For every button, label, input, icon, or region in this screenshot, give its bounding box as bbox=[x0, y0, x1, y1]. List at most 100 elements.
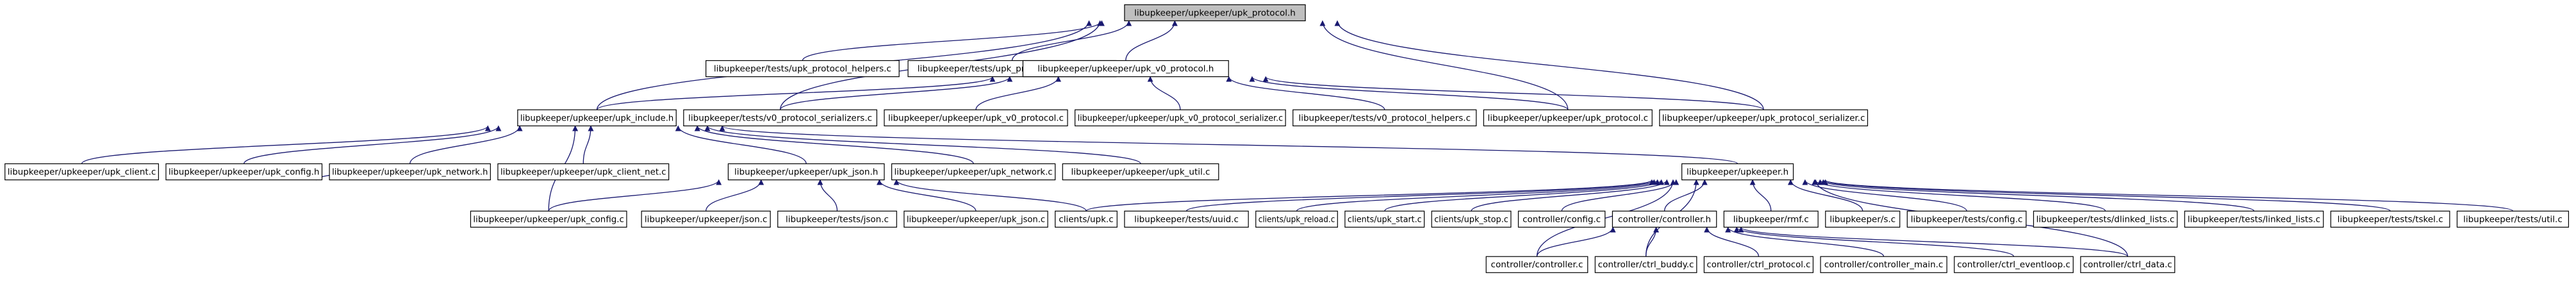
node-upk-v0-protocol-serializer-c[interactable]: libupkeeper/upkeeper/upk_v0_protocol_ser… bbox=[1074, 109, 1286, 126]
node-upk-v0-protocol-h[interactable]: libupkeeper/upkeeper/upk_v0_protocol.h bbox=[1022, 60, 1229, 78]
node-label: libupkeeper/tests/uuid.c bbox=[1134, 214, 1239, 224]
node-controller-h[interactable]: controller/controller.h bbox=[1612, 210, 1717, 228]
node-upk-config-c[interactable]: libupkeeper/upkeeper/upk_config.c bbox=[470, 210, 627, 228]
include-edge-test_util_c-to-upkeeper_h bbox=[1822, 179, 2514, 212]
node-upkeeper-rmf-c[interactable]: libupkeeper/rmf.c bbox=[1723, 210, 1819, 228]
node-test-linked-lists-c[interactable]: libupkeeper/tests/linked_lists.c bbox=[2184, 210, 2324, 228]
node-label: controller/controller.h bbox=[1618, 214, 1711, 224]
include-edge-test_tskel_c-to-upkeeper_h bbox=[1821, 179, 2391, 212]
node-upkeeper-s-c[interactable]: libupkeeper/s.c bbox=[1825, 210, 1901, 228]
node-upk-util-c[interactable]: libupkeeper/upkeeper/upk_util.c bbox=[1062, 163, 1219, 181]
node-upk-include-h[interactable]: libupkeeper/upkeeper/upk_include.h bbox=[517, 109, 677, 126]
node-box bbox=[891, 163, 1056, 181]
include-edge-test_protocol_helpers-to-upk_protocol_h bbox=[802, 20, 1105, 61]
node-test-protocol-helpers[interactable]: libupkeeper/tests/upk_protocol_helpers.c bbox=[706, 60, 900, 78]
node-ctrl-protocol-c[interactable]: controller/ctrl_protocol.c bbox=[1703, 256, 1814, 273]
include-edge-clients_upk_start_c-to-upkeeper_h bbox=[1384, 179, 1664, 212]
node-box bbox=[1723, 210, 1819, 228]
node-upk-protocol-serializer-c[interactable]: libupkeeper/upkeeper/upk_protocol_serial… bbox=[1659, 109, 1869, 126]
node-label: controller/controller.c bbox=[1491, 260, 1583, 270]
node-test-v0-protocol-helpers[interactable]: libupkeeper/tests/v0_protocol_helpers.c bbox=[1292, 109, 1477, 126]
node-ctrl-buddy-c[interactable]: controller/ctrl_buddy.c bbox=[1594, 256, 1697, 273]
include-edge-test_uuid_c-to-upkeeper_h bbox=[1185, 179, 1657, 212]
node-box bbox=[641, 210, 771, 228]
node-label: libupkeeper/s.c bbox=[1829, 214, 1895, 224]
include-edge-clients_upk_stop_c-to-upkeeper_h bbox=[1471, 179, 1670, 212]
node-label: controller/ctrl_protocol.c bbox=[1706, 260, 1810, 270]
node-clients-upk-start-c[interactable]: clients/upk_start.c bbox=[1344, 210, 1425, 228]
include-edge-upk_protocol_c-to-upk_v0_protocol_h bbox=[1249, 76, 1569, 110]
include-edge-upk_json_c-to-upk_json_h bbox=[876, 179, 977, 212]
node-box bbox=[2080, 256, 2176, 273]
node-label: libupkeeper/upkeeper/upk_v0_protocol.c bbox=[888, 113, 1064, 123]
include-edge-upk_protocol_c-to-upk_protocol_h bbox=[1319, 20, 1569, 110]
node-label: libupkeeper/upkeeper/upk_config.h bbox=[169, 167, 320, 178]
include-edge-clients_upk_c-to-upk_json_h bbox=[893, 179, 1087, 212]
node-ctrl-eventloop-c[interactable]: controller/ctrl_eventloop.c bbox=[1954, 256, 2074, 273]
node-controller-c[interactable]: controller/controller.c bbox=[1485, 256, 1589, 273]
node-upk-protocol-c[interactable]: libupkeeper/upkeeper/upk_protocol.c bbox=[1483, 109, 1653, 126]
node-label: libupkeeper/upkeeper/upk_protocol.c bbox=[1487, 113, 1648, 123]
include-edge-test_config_c-to-upkeeper_h bbox=[1802, 179, 1967, 212]
node-box bbox=[1124, 4, 1306, 22]
node-box bbox=[1703, 256, 1814, 273]
include-edge-upkeeper_h-to-upk_include_h bbox=[719, 125, 1738, 165]
node-upk-json-h[interactable]: libupkeeper/upkeeper/upk_json.h bbox=[727, 163, 885, 181]
node-test-uuid-c[interactable]: libupkeeper/tests/uuid.c bbox=[1124, 210, 1249, 228]
node-upk-config-h[interactable]: libupkeeper/upkeeper/upk_config.h bbox=[165, 163, 323, 181]
node-test-dlinked-lists-c[interactable]: libupkeeper/tests/dlinked_lists.c bbox=[2033, 210, 2178, 228]
include-edge-controller_h-to-upkeeper_h bbox=[1664, 179, 1708, 212]
include-edge-ctrl_buddy_c-to-controller_h bbox=[1645, 226, 1659, 257]
include-edge-test_v0_protocol_helpers-to-upk_v0_protocol_h bbox=[1226, 76, 1385, 110]
node-label: libupkeeper/tests/dlinked_lists.c bbox=[2036, 214, 2175, 224]
include-edge-test_json_c-to-upk_json_h bbox=[817, 179, 838, 212]
node-box bbox=[2330, 210, 2450, 228]
include-edge-upk_util_c-to-upk_include_h bbox=[704, 125, 1141, 165]
node-upk-client-c[interactable]: libupkeeper/upkeeper/upk_client.c bbox=[4, 163, 159, 181]
node-upk-network-h[interactable]: libupkeeper/upkeeper/upk_network.h bbox=[329, 163, 491, 181]
node-box bbox=[1825, 210, 1901, 228]
node-test-util-c[interactable]: libupkeeper/tests/util.c bbox=[2456, 210, 2570, 228]
node-test-v0-protocol-serializers[interactable]: libupkeeper/tests/v0_protocol_serializer… bbox=[683, 109, 877, 126]
node-clients-upk-stop-c[interactable]: clients/upk_stop.c bbox=[1431, 210, 1512, 228]
node-upk-v0-protocol-c[interactable]: libupkeeper/upkeeper/upk_v0_protocol.c bbox=[884, 109, 1068, 126]
include-edge-upk_network_c-to-upk_include_h bbox=[694, 125, 974, 164]
include-edge-test_protocol_serializers-to-upk_protocol_h bbox=[1011, 20, 1132, 61]
node-box bbox=[1062, 163, 1219, 181]
node-json-c[interactable]: libupkeeper/upkeeper/json.c bbox=[641, 210, 771, 228]
node-controller-main-c[interactable]: controller/controller_main.c bbox=[1820, 256, 1947, 273]
node-test-tskel-c[interactable]: libupkeeper/tests/tskel.c bbox=[2330, 210, 2450, 228]
node-label: clients/upk_start.c bbox=[1348, 214, 1422, 224]
node-box bbox=[884, 109, 1068, 126]
node-label: libupkeeper/upkeeper/upk_network.h bbox=[332, 167, 488, 178]
node-test-config-c[interactable]: libupkeeper/tests/config.c bbox=[1906, 210, 2027, 228]
include-edge-upkeeper_rmf_c-to-upkeeper_h bbox=[1749, 179, 1772, 212]
node-upk-client-net-c[interactable]: libupkeeper/upkeeper/upk_client_net.c bbox=[497, 163, 670, 181]
node-controller-config-c[interactable]: controller/config.c bbox=[1517, 210, 1606, 228]
include-edge-upkeeper_s_c-to-upkeeper_h bbox=[1787, 179, 1863, 212]
node-clients-upk-reload-c[interactable]: clients/upk_reload.c bbox=[1255, 210, 1338, 228]
node-label: controller/config.c bbox=[1523, 214, 1601, 224]
node-label: libupkeeper/upkeeper/upk_json.h bbox=[734, 167, 878, 178]
node-label: libupkeeper/tests/config.c bbox=[1911, 214, 2023, 224]
node-box bbox=[1517, 210, 1606, 228]
node-clients-upk-c[interactable]: clients/upk.c bbox=[1055, 210, 1118, 228]
node-test-json-c[interactable]: libupkeeper/tests/json.c bbox=[777, 210, 897, 228]
node-upkeeper-h[interactable]: libupkeeper/upkeeper.h bbox=[1681, 163, 1794, 181]
node-box bbox=[1659, 109, 1869, 126]
node-box bbox=[1431, 210, 1512, 228]
node-box bbox=[517, 109, 677, 126]
include-edge-ctrl_protocol_c-to-controller_h bbox=[1704, 226, 1760, 257]
node-upk-json-c[interactable]: libupkeeper/upkeeper/upk_json.c bbox=[904, 210, 1048, 228]
node-upk-network-c[interactable]: libupkeeper/upkeeper/upk_network.c bbox=[891, 163, 1056, 181]
node-label: controller/ctrl_data.c bbox=[2083, 260, 2172, 270]
node-box bbox=[1344, 210, 1425, 228]
node-box bbox=[1255, 210, 1338, 228]
include-edge-test_linked_lists_c-to-upkeeper_h bbox=[1817, 179, 2255, 212]
node-box bbox=[683, 109, 877, 126]
node-label: libupkeeper/tests/util.c bbox=[2463, 214, 2563, 224]
node-ctrl-data-c[interactable]: controller/ctrl_data.c bbox=[2080, 256, 2176, 273]
include-edge-test_v0_protocol_serializers-to-upk_v0_protocol_h bbox=[779, 76, 1013, 110]
include-edge-upk_v0_protocol_h-to-upk_protocol_h bbox=[1125, 20, 1178, 61]
node-label: libupkeeper/upkeeper/upk_util.c bbox=[1071, 167, 1210, 178]
